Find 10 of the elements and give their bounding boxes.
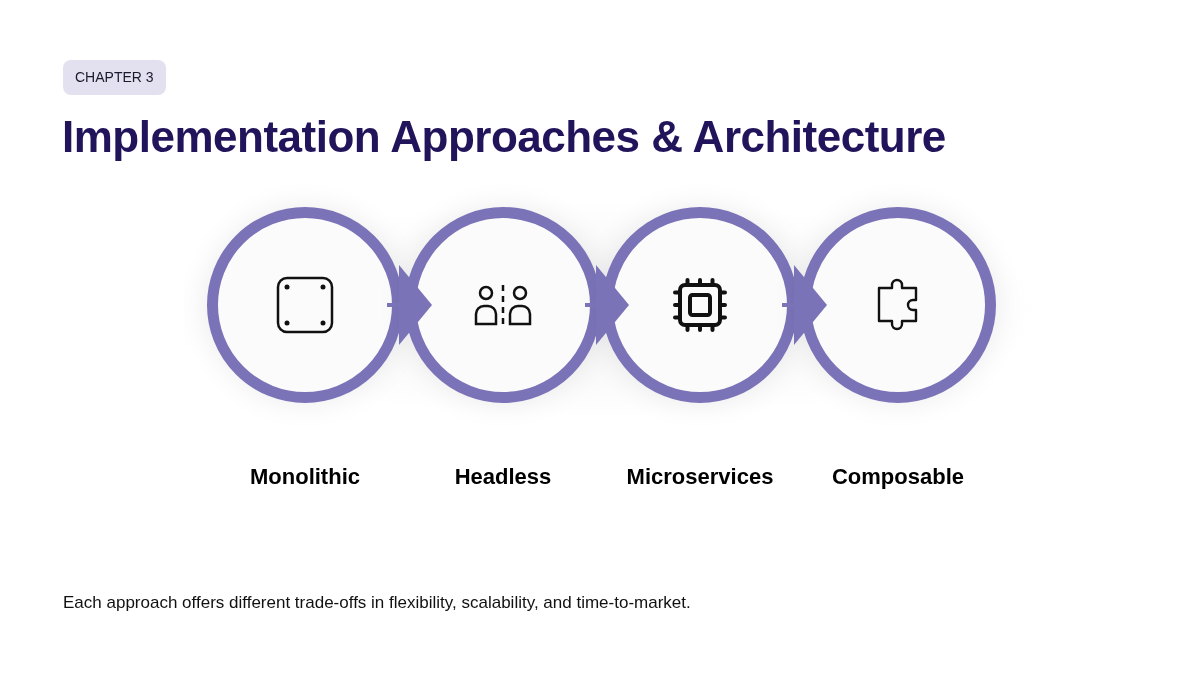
approach-label: Headless xyxy=(454,463,552,491)
caption: Each approach offers different trade-offs in flexibility, scalability, and time-to-market. xyxy=(63,592,691,614)
chapter-badge: CHAPTER 3 xyxy=(63,60,166,95)
title: Implementation Approaches & Architecture xyxy=(62,111,946,163)
arrow xyxy=(387,265,432,345)
approach-label: Monolithic xyxy=(250,463,360,491)
approach-label: Composable xyxy=(832,463,964,491)
arrow xyxy=(585,265,629,345)
arrow xyxy=(782,265,827,345)
approach-label: Microservices xyxy=(626,463,774,491)
